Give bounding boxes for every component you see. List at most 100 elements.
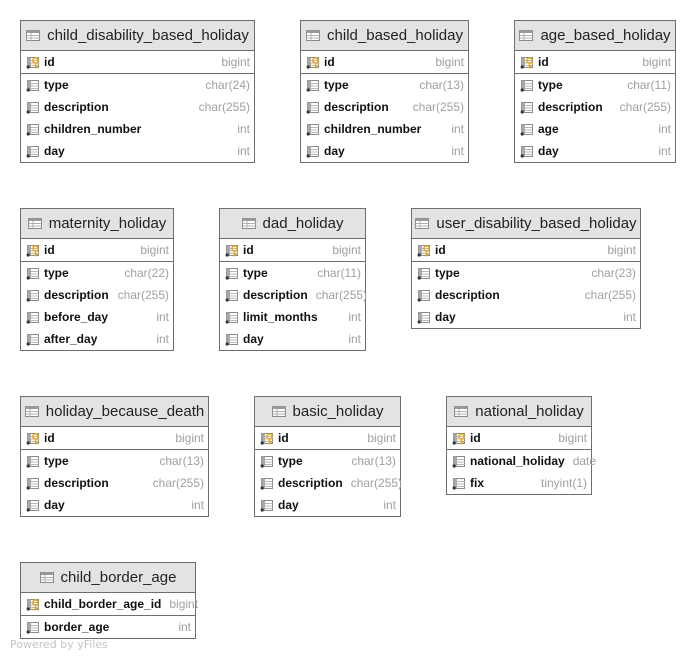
column-type: char(13) <box>419 78 464 92</box>
table-header[interactable]: basic_holiday <box>255 397 400 427</box>
column-type: bigint <box>175 431 204 445</box>
column-type: int <box>623 310 636 324</box>
column-name: description <box>243 288 308 302</box>
column-type: int <box>237 122 250 136</box>
column-type: char(255) <box>198 100 250 114</box>
column-name: description <box>44 100 109 114</box>
column-type: int <box>191 498 204 512</box>
column-type: int <box>237 144 250 158</box>
table-icon <box>27 218 42 229</box>
column-name: type <box>538 78 563 92</box>
primary-key-icon <box>417 244 430 257</box>
table-header[interactable]: age_based_holiday <box>515 21 675 51</box>
column-row[interactable]: children_number int <box>301 118 468 140</box>
column-name: children_number <box>324 122 422 136</box>
table-header[interactable]: holiday_because_death <box>21 397 208 427</box>
column-name: type <box>44 266 69 280</box>
table-name: user_disability_based_holiday <box>436 215 637 232</box>
column-type: int <box>348 332 361 346</box>
column-type: bigint <box>367 431 396 445</box>
column-type: int <box>156 332 169 346</box>
column-name: day <box>278 498 299 512</box>
column-icon <box>26 333 39 346</box>
column-icon <box>260 499 273 512</box>
column-type: int <box>658 144 671 158</box>
table-header[interactable]: national_holiday <box>447 397 591 427</box>
column-icon <box>225 333 238 346</box>
table-icon <box>454 406 469 417</box>
column-type: char(11) <box>317 266 361 280</box>
table-name: child_based_holiday <box>327 27 463 44</box>
table-header[interactable]: user_disability_based_holiday <box>412 209 640 239</box>
table-header[interactable]: child_border_age <box>21 563 195 593</box>
column-type: char(255) <box>412 100 464 114</box>
table-header[interactable]: maternity_holiday <box>21 209 173 239</box>
column-row[interactable]: type char(22) <box>21 262 173 284</box>
table-header[interactable]: child_based_holiday <box>301 21 468 51</box>
column-type: char(22) <box>124 266 169 280</box>
column-type: int <box>451 122 464 136</box>
column-type: int <box>348 310 361 324</box>
column-type: bigint <box>332 243 361 257</box>
column-name: id <box>44 55 55 69</box>
column-name: type <box>435 266 460 280</box>
table-header[interactable]: dad_holiday <box>220 209 365 239</box>
table-name: holiday_because_death <box>45 403 205 420</box>
primary-key-icon <box>452 432 465 445</box>
column-type: date <box>572 454 597 468</box>
column-name: day <box>324 144 345 158</box>
column-row[interactable]: description char(255) <box>21 96 254 118</box>
table-header[interactable]: child_disability_based_holiday <box>21 21 254 51</box>
column-icon <box>306 123 319 136</box>
